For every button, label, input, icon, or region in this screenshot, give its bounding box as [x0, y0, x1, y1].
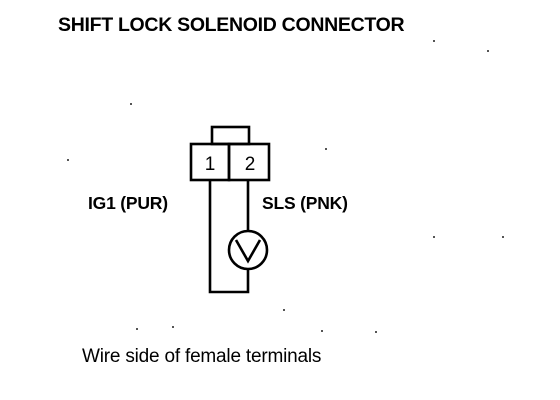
scan-specks [67, 40, 504, 333]
voltmeter-icon [227, 229, 269, 271]
connector-lock-tab [210, 125, 251, 146]
diagram-title: SHIFT LOCK SOLENOID CONNECTOR [58, 14, 405, 36]
measurement-wire-loop [208, 180, 250, 294]
wire-label-sls: SLS (PNK) [262, 193, 348, 213]
wire-label-ig1: IG1 (PUR) [88, 193, 168, 213]
terminal-1-number: 1 [205, 154, 216, 175]
terminal-2-number: 2 [245, 154, 256, 175]
diagram-caption: Wire side of female terminals [82, 346, 322, 367]
